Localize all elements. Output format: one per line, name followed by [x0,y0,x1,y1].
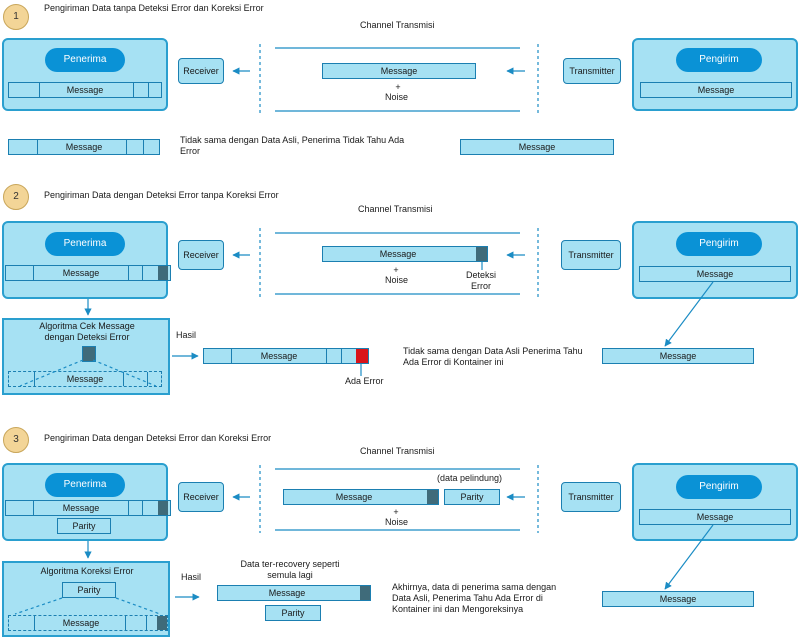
note-1: Tidak sama dengan Data Asli, Penerima Ti… [180,135,405,156]
error-label-2: Ada Error [345,376,384,386]
receiver-box-2: Receiver [178,240,224,270]
transmitter-box-1: Transmitter [563,58,621,84]
received-message-1: Message [8,82,162,98]
sender-message-3: Message [639,509,791,525]
sender-message-2: Message [639,266,791,282]
received-message-3: Message [5,500,171,516]
note-3: Akhirnya, data di penerima sama dengan D… [392,582,557,614]
recovered-parity-3: Parity [265,605,321,621]
algorithm-parity-3: Parity [62,582,116,598]
step-3-badge: 3 [3,427,29,453]
channel-message-1: Message [322,63,476,79]
original-message-2: Message [602,348,754,364]
section-3-title: Pengiriman Data dengan Deteksi Error dan… [44,433,272,443]
checksum-block-2 [82,346,96,362]
sender-title-3: Pengirim [676,475,762,499]
noise-label-1: Noise [385,92,409,102]
recovered-message-3: Message [217,585,371,601]
original-message-1: Message [460,139,614,155]
algorithm-message-3: Message [8,615,168,631]
receiver-title-2: Penerima [45,232,125,256]
noise-label-3: Noise [385,517,409,527]
protect-label-3: (data pelindung) [437,473,503,483]
sender-message-1: Message [640,82,792,98]
channel-label-3: Channel Transmisi [360,446,435,456]
receiver-box-3: Receiver [178,482,224,512]
algorithm-label-2: Algoritma Cek Message dengan Deteksi Err… [39,321,135,342]
algorithm-label-3: Algoritma Koreksi Error [40,566,134,576]
result-label-3: Hasil [181,572,202,582]
noise-plus-3: + [393,507,399,517]
section-2-title: Pengiriman Data dengan Deteksi Error tan… [44,190,279,200]
channel-label-1: Channel Transmisi [360,20,435,30]
noise-label-2: Noise [385,275,409,285]
detection-label-2: Deteksi Error [465,270,496,291]
receiver-box-1: Receiver [178,58,224,84]
transmitter-box-3: Transmitter [561,482,621,512]
step-1-badge: 1 [3,4,29,30]
channel-message-2: Message [322,246,488,262]
original-message-3: Message [602,591,754,607]
sender-title-2: Pengirim [676,232,762,256]
channel-label-2: Channel Transmisi [358,204,433,214]
noise-plus-2: + [393,265,399,275]
section-1-title: Pengiriman Data tanpa Deteksi Error dan … [44,3,264,13]
receiver-title-1: Penerima [45,48,125,72]
result-message-2: Message [203,348,369,364]
received-copy-1: Message [8,139,160,155]
received-parity-3: Parity [57,518,111,534]
sender-title-1: Pengirim [676,48,762,72]
receiver-title-3: Penerima [45,473,125,497]
channel-parity-3: Parity [444,489,500,505]
transmitter-box-2: Transmitter [561,240,621,270]
step-2-badge: 2 [3,184,29,210]
received-message-2: Message [5,265,171,281]
result-label-2: Hasil [176,330,197,340]
channel-message-3: Message [283,489,439,505]
recovered-label-3: Data ter-recovery seperti semula lagi [240,559,340,580]
noise-plus-1: + [395,82,401,92]
note-2: Tidak sama dengan Data Asli Penerima Tah… [403,346,583,367]
algorithm-message-2: Message [8,371,162,387]
